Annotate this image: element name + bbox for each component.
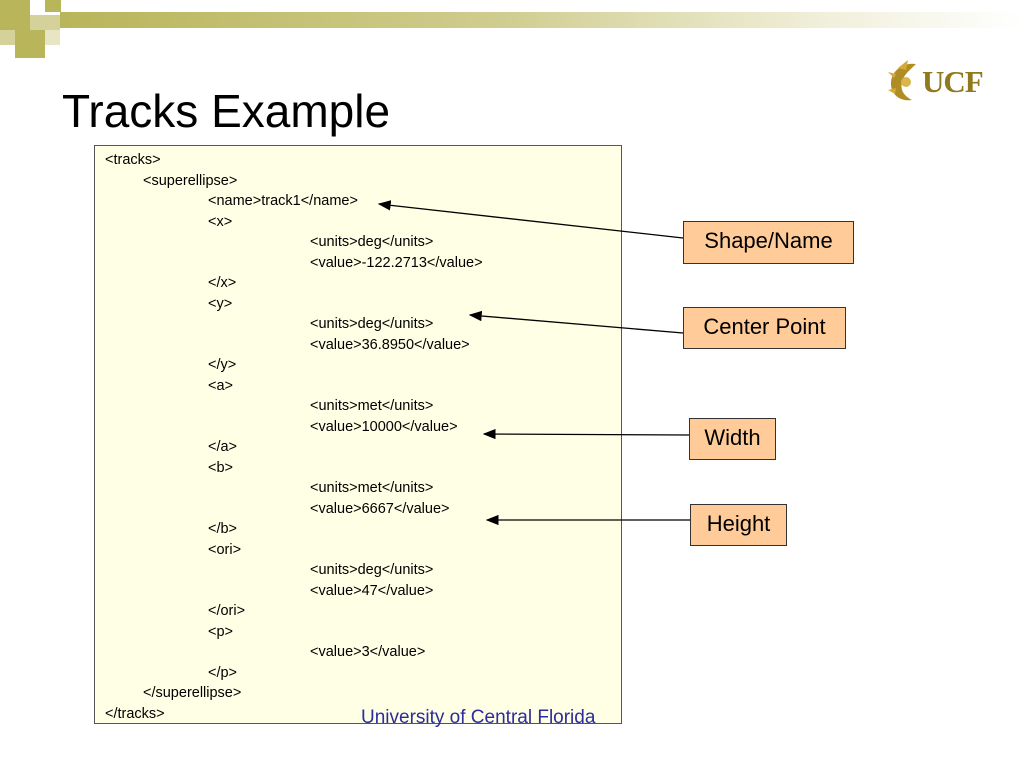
xml-line: <x> — [208, 213, 233, 230]
xml-line: <value>36.8950</value> — [310, 336, 470, 353]
xml-line: <units>met</units> — [310, 480, 434, 496]
xml-line: <superellipse> — [143, 172, 238, 189]
footer-university: University of Central Florida — [361, 707, 596, 728]
xml-line: <y> — [208, 295, 233, 312]
xml-line: <p> — [208, 623, 233, 640]
xml-line: <value>3</value> — [310, 644, 426, 660]
xml-line: </p> — [208, 664, 238, 681]
xml-line: <value>10000</value> — [310, 418, 458, 435]
xml-line: <units>deg</units> — [310, 316, 434, 332]
xml-line: <value>47</value> — [310, 582, 434, 599]
callout-height: Height — [690, 504, 787, 546]
xml-line: <b> — [208, 459, 233, 476]
xml-line: </b> — [208, 521, 238, 537]
xml-line: <units>deg</units> — [310, 562, 434, 578]
xml-line: <ori> — [208, 541, 242, 558]
xml-line: <a> — [208, 377, 233, 394]
ucf-logo: UCF — [886, 58, 998, 106]
callout-width: Width — [689, 418, 776, 460]
xml-line: </a> — [208, 439, 238, 455]
xml-line: </ori> — [208, 603, 246, 619]
arrow-center-point — [468, 310, 684, 334]
callout-shape-name: Shape/Name — [683, 221, 854, 264]
header-gradient-band — [60, 12, 1024, 28]
xml-line: </x> — [208, 275, 237, 291]
xml-line: </tracks> — [105, 705, 165, 722]
xml-line: <name>track1</name> — [208, 193, 358, 209]
xml-line: </y> — [208, 357, 237, 373]
xml-line: <tracks> — [105, 152, 161, 168]
logo-text: UCF — [922, 64, 984, 99]
xml-line: <value>6667</value> — [310, 500, 450, 517]
slide-title: Tracks Example — [62, 85, 391, 137]
xml-line: <value>-122.2713</value> — [310, 254, 483, 271]
xml-line: <units>met</units> — [310, 398, 434, 414]
pegasus-icon — [888, 60, 916, 101]
xml-line: </superellipse> — [143, 685, 242, 701]
arrow-width — [482, 428, 690, 440]
arrow-shape-name — [377, 200, 684, 239]
xml-line: <units>deg</units> — [310, 234, 434, 250]
callout-center-point: Center Point — [683, 307, 846, 349]
